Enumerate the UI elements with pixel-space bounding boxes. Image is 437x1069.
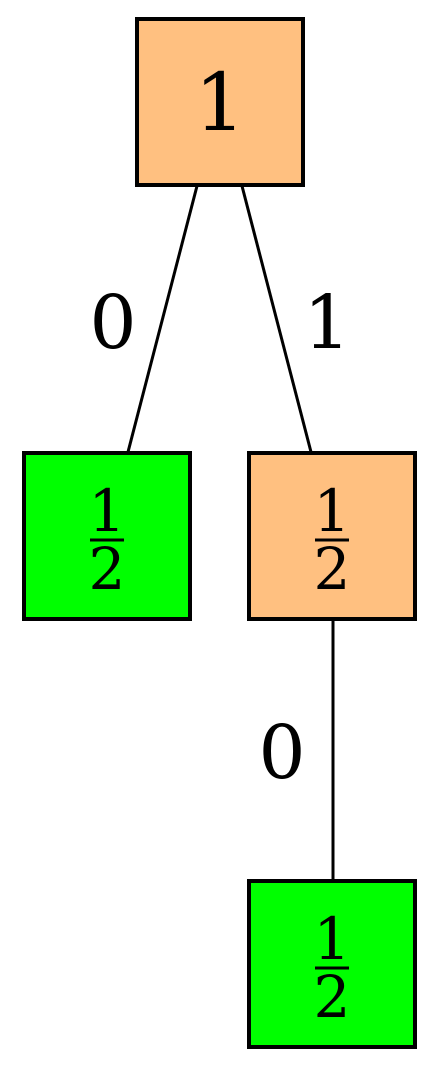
- node-bottom-leaf-box: [247, 879, 417, 1049]
- node-right-internal: 1 2: [247, 451, 417, 621]
- node-root-box: [135, 17, 305, 187]
- node-right-internal-numerator: 1: [314, 477, 351, 545]
- node-root-label: 1: [195, 56, 246, 149]
- edge-label-right-bottom: 0: [258, 710, 305, 796]
- edge-root-to-left-leaf: [126, 185, 199, 453]
- node-bottom-leaf-denominator: 2: [314, 963, 351, 1031]
- node-root: 1: [135, 17, 305, 187]
- node-bottom-leaf: 1 2: [247, 879, 417, 1049]
- node-right-internal-box: [247, 451, 417, 621]
- node-bottom-leaf-numerator: 1: [314, 905, 351, 973]
- node-left-leaf: 1 2: [22, 451, 192, 621]
- node-left-leaf-numerator: 1: [89, 477, 126, 545]
- node-right-internal-denominator: 2: [314, 535, 351, 603]
- edge-label-root-left: 0: [89, 280, 136, 366]
- edge-root-to-right-node: [240, 185, 313, 453]
- node-left-leaf-denominator: 2: [89, 535, 126, 603]
- edge-label-root-right: 1: [303, 280, 350, 366]
- node-left-leaf-box: [22, 451, 192, 621]
